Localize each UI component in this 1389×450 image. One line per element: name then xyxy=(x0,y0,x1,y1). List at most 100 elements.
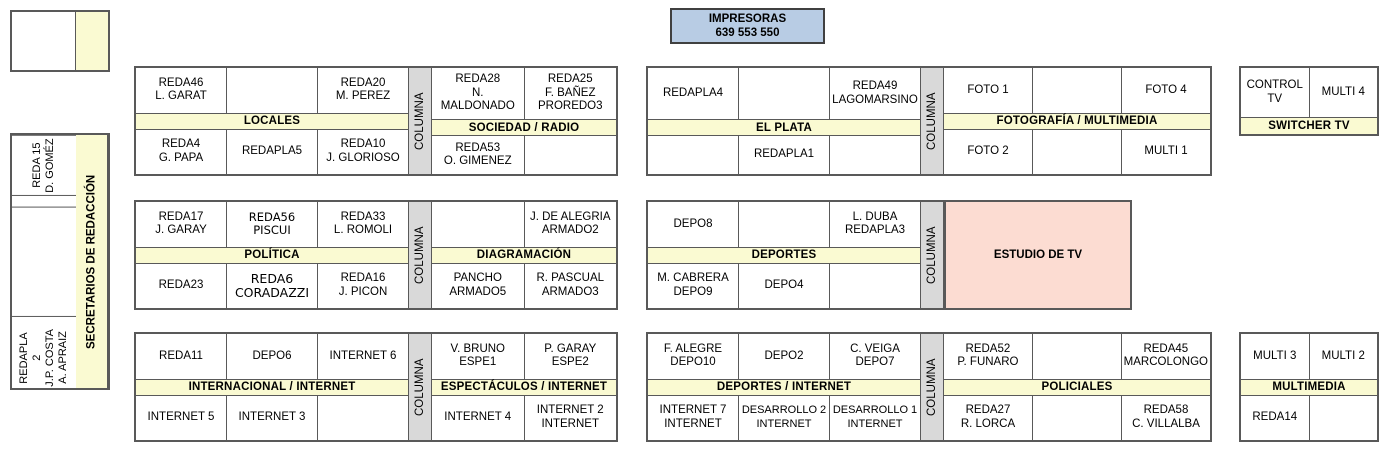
columna-label: COLUMNA xyxy=(920,68,944,174)
desk-cell[interactable]: FOTO 4 xyxy=(1145,83,1187,96)
secretarios-de-redaccion-panel[interactable]: REDA 15 D. GOMÉZ REDAPLA 2 J.P. COSTA A.… xyxy=(10,133,110,390)
desk-cell[interactable]: M. CABRERA DEPO9 xyxy=(648,263,739,308)
secretarios-cell[interactable] xyxy=(12,194,76,207)
columna-label: COLUMNA xyxy=(408,68,432,174)
secretarios-cell[interactable] xyxy=(12,316,76,329)
desk-cell[interactable]: REDA25 F. BAÑEZ PROREDO3 xyxy=(537,73,603,113)
desk-cell[interactable] xyxy=(1310,396,1378,441)
columna-label: COLUMNA xyxy=(408,202,432,308)
desk-cell[interactable]: INTERNET 2 INTERNET xyxy=(536,404,604,430)
desk-cell[interactable]: F. ALEGRE DEPO10 xyxy=(648,334,739,379)
desk-cell[interactable]: DESARROLLO 1 INTERNET xyxy=(832,404,918,430)
block-internacional-espectaculos[interactable]: REDA11 DEPO6 INTERNET 6 INTERNACIONAL / … xyxy=(134,332,618,442)
locales-bottom-row: REDA4 G. PAPA REDAPLA5 REDA10 J. GLORIOS… xyxy=(136,129,408,174)
desk-cell[interactable]: R. PASCUAL ARMADO3 xyxy=(536,272,605,298)
secretarios-cell[interactable]: REDAPLA 2 J.P. COSTA A. APRAIZ xyxy=(18,329,69,387)
locales-group: REDA46 L. GARAT REDA20 M. PEREZ LOCALES … xyxy=(136,68,408,174)
top-left-empty-box[interactable] xyxy=(10,10,110,72)
block-el-plata-fotografia-multimedia[interactable]: REDAPLA4 REDA49 LAGOMARSINO EL PLATA RED… xyxy=(646,66,1212,176)
desk-cell[interactable]: INTERNET 7 INTERNET xyxy=(648,395,739,440)
desk-cell[interactable]: REDA49 LAGOMARSINO xyxy=(832,80,918,106)
printers-box[interactable]: IMPRESORAS 639 553 550 xyxy=(670,8,825,44)
desk-cell[interactable]: MULTI 4 xyxy=(1321,85,1365,98)
policiales-bottom-row: REDA27 R. LORCA REDA58 C. VILLALBA xyxy=(944,395,1210,440)
desk-cell[interactable]: REDA11 xyxy=(136,334,227,379)
desk-cell[interactable]: REDAPLA4 xyxy=(648,68,739,120)
desk-cell[interactable]: REDA10 J. GLORIOSO xyxy=(326,138,400,164)
sociedad-radio-group: REDA28 N. MALDONADO REDA25 F. BAÑEZ PROR… xyxy=(432,68,616,174)
block-deportes-estudio-tv[interactable]: DEPO8 L. DUBA REDAPLA3 DEPORTES M. CABRE… xyxy=(646,200,1132,310)
desk-cell[interactable] xyxy=(830,136,920,174)
desk-cell[interactable] xyxy=(1033,334,1122,379)
desk-cell[interactable]: REDAPLA5 xyxy=(227,129,318,174)
desk-cell[interactable]: INTERNET 6 xyxy=(329,349,397,362)
desk-cell[interactable] xyxy=(830,264,920,309)
desk-cell[interactable]: MULTI 1 xyxy=(1144,145,1188,157)
desk-cell[interactable]: REDAPLA1 xyxy=(739,136,830,174)
block-multimedia[interactable]: MULTI 3 MULTI 2 MULTIMEDIA REDA14 xyxy=(1239,332,1379,442)
estudio-de-tv-area[interactable]: ESTUDIO DE TV xyxy=(944,202,1130,308)
desk-cell[interactable]: REDA56 PISCUI xyxy=(227,202,318,247)
el-plata-top-row: REDAPLA4 REDA49 LAGOMARSINO xyxy=(648,68,920,120)
policiales-group: REDA52 P. FUNARO REDA45 MARCOLONGO POLIC… xyxy=(944,334,1210,440)
desk-cell[interactable] xyxy=(739,68,830,120)
desk-cell[interactable]: REDA16 J. PICON xyxy=(338,272,388,298)
desk-cell[interactable] xyxy=(1033,395,1122,440)
desk-cell[interactable]: REDA4 G. PAPA xyxy=(136,129,227,174)
politica-group: REDA17 J. GARAY REDA56 PISCUI REDA33 L. … xyxy=(136,202,408,308)
deportes-top-row: DEPO8 L. DUBA REDAPLA3 xyxy=(648,202,920,247)
desk-cell[interactable]: REDA20 M. PEREZ xyxy=(335,76,391,103)
block-deportes-internet-policiales[interactable]: F. ALEGRE DEPO10 DEPO2 C. VEIGA DEPO7 DE… xyxy=(646,332,1212,442)
desk-cell[interactable]: REDA58 C. VILLALBA xyxy=(1132,404,1200,430)
secretarios-cell[interactable]: REDA 15 D. GOMÉZ xyxy=(12,135,76,195)
desk-cell[interactable] xyxy=(648,136,739,174)
desk-cell[interactable]: DEPO2 xyxy=(739,334,830,379)
block-politica-diagramacion[interactable]: REDA17 J. GARAY REDA56 PISCUI REDA33 L. … xyxy=(134,200,618,310)
desk-cell[interactable] xyxy=(1033,129,1122,174)
desk-cell[interactable]: REDA17 J. GARAY xyxy=(136,202,227,247)
desk-cell[interactable]: INTERNET 3 xyxy=(227,395,318,440)
desk-cell[interactable]: DEPO8 xyxy=(648,202,739,247)
desk-cell[interactable]: INTERNET 5 xyxy=(136,395,227,440)
desk-cell[interactable]: REDA45 MARCOLONGO xyxy=(1123,342,1208,369)
diagramacion-top-row: J. DE ALEGRIA ARMADO2 xyxy=(432,202,616,247)
desk-cell[interactable]: REDA6 CORADAZZI xyxy=(227,263,318,308)
desk-cell[interactable]: DEPO6 xyxy=(227,334,318,379)
desk-cell[interactable] xyxy=(227,68,318,113)
desk-cell[interactable]: REDA33 L. ROMOLI xyxy=(333,210,393,237)
desk-cell[interactable]: C. VEIGA DEPO7 xyxy=(850,342,900,369)
desk-cell[interactable]: INTERNET 4 xyxy=(432,395,525,440)
desk-cell[interactable]: P. GARAY ESPE2 xyxy=(544,342,597,369)
block-locales-sociedad-radio[interactable]: REDA46 L. GARAT REDA20 M. PEREZ LOCALES … xyxy=(134,66,618,176)
desk-cell[interactable]: FOTO 2 xyxy=(944,129,1033,174)
desk-cell[interactable]: MULTI 2 xyxy=(1321,349,1365,362)
desk-cell[interactable]: CONTROL TV xyxy=(1241,68,1310,117)
desk-cell[interactable]: J. DE ALEGRIA ARMADO2 xyxy=(529,210,611,237)
desk-cell[interactable]: REDA23 xyxy=(136,263,227,308)
desk-cell[interactable] xyxy=(739,202,830,247)
desk-cell[interactable]: REDA28 N. MALDONADO xyxy=(432,68,525,120)
secretarios-cells: REDA 15 D. GOMÉZ REDAPLA 2 J.P. COSTA A.… xyxy=(12,135,76,388)
block-switcher-tv[interactable]: CONTROL TV MULTI 4 SWITCHER TV xyxy=(1239,66,1379,136)
desk-cell[interactable] xyxy=(1033,68,1122,113)
sociedad-bottom-row: REDA53 O. GIMENEZ xyxy=(432,136,616,174)
printers-numbers: 639 553 550 xyxy=(715,27,780,39)
desk-cell[interactable]: REDA46 L. GARAT xyxy=(136,68,227,113)
desk-cell[interactable]: REDA53 O. GIMENEZ xyxy=(432,136,525,174)
desk-cell[interactable]: REDA14 xyxy=(1241,395,1310,440)
desk-cell[interactable]: V. BRUNO ESPE1 xyxy=(432,334,525,379)
desk-cell[interactable]: MULTI 3 xyxy=(1241,334,1310,379)
secretarios-cell[interactable] xyxy=(12,206,76,317)
desk-cell[interactable]: FOTO 1 xyxy=(944,68,1033,113)
fotografia-bottom-row: FOTO 2 MULTI 1 xyxy=(944,129,1210,174)
desk-cell[interactable]: REDA27 R. LORCA xyxy=(944,395,1033,440)
desk-cell[interactable] xyxy=(525,136,617,174)
desk-cell[interactable] xyxy=(318,396,408,441)
columna-label: COLUMNA xyxy=(920,334,944,440)
desk-cell[interactable]: PANCHO ARMADO5 xyxy=(432,263,525,308)
desk-cell[interactable]: REDA52 P. FUNARO xyxy=(944,334,1033,379)
desk-cell[interactable]: DEPO4 xyxy=(739,263,830,308)
desk-cell[interactable]: L. DUBA REDAPLA3 xyxy=(844,210,906,237)
desk-cell[interactable]: DESARROLLO 2 INTERNET xyxy=(739,395,830,440)
desk-cell[interactable] xyxy=(432,202,525,247)
